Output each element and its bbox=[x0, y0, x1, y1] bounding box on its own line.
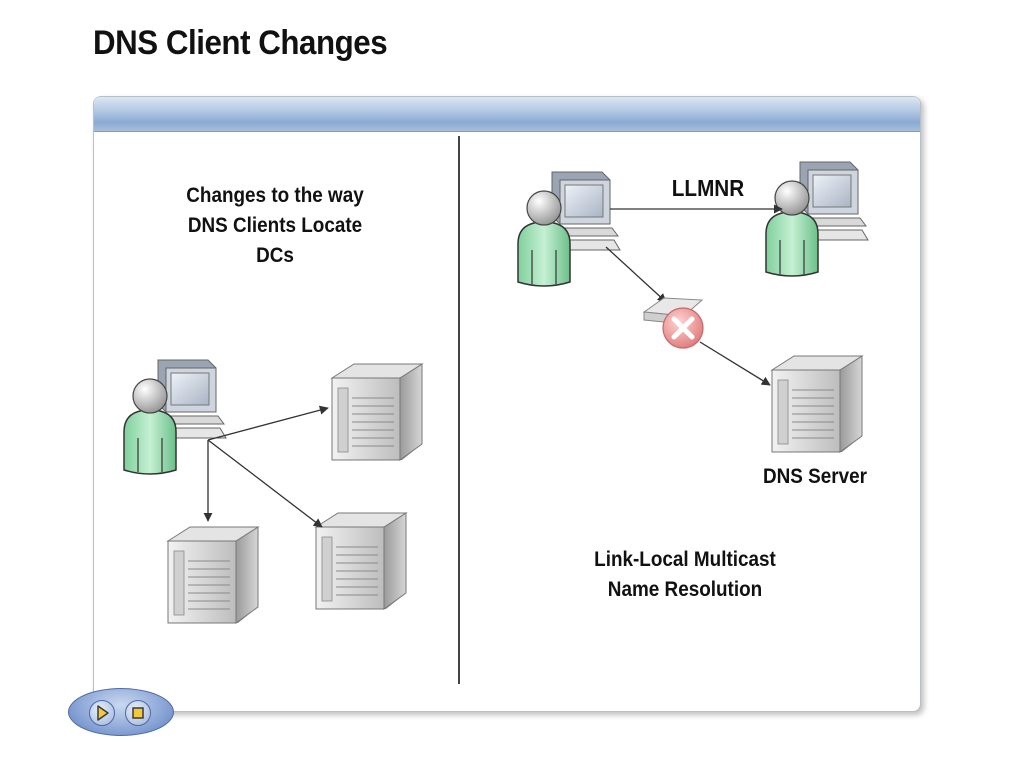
llmnr-caption-line-1: Link-Local Multicast bbox=[594, 548, 776, 571]
arrow-to-bottom-right-dc bbox=[207, 439, 323, 528]
stop-button[interactable] bbox=[125, 700, 151, 726]
blocked-x-icon bbox=[662, 307, 704, 349]
play-icon bbox=[97, 705, 109, 721]
left-heading-line-2: DNS Clients Locate bbox=[187, 214, 363, 237]
slide-navigation bbox=[68, 688, 174, 736]
left-heading-line-1: Changes to the way bbox=[186, 184, 364, 207]
domain-controller-top bbox=[331, 363, 423, 461]
llmnr-caption-line-2: Name Resolution bbox=[607, 578, 763, 601]
client-computer-llmnr-source bbox=[517, 171, 621, 287]
arrow-to-top-dc bbox=[207, 405, 329, 441]
dns-server-label: DNS Server bbox=[762, 465, 868, 488]
panel-divider bbox=[458, 136, 460, 684]
stop-icon bbox=[132, 707, 144, 719]
query-arrow-to-dns bbox=[699, 341, 771, 386]
panel-header-bar bbox=[94, 97, 920, 132]
domain-controller-bottom-right bbox=[315, 512, 407, 610]
play-button[interactable] bbox=[89, 700, 115, 726]
llmnr-label: LLMNR bbox=[671, 175, 745, 201]
client-computer-left bbox=[123, 359, 227, 475]
slide-title: DNS Client Changes bbox=[93, 24, 388, 62]
left-heading: Changes to the way DNS Clients Locate DC… bbox=[163, 181, 388, 271]
domain-controller-bottom-left bbox=[167, 526, 259, 624]
query-arrow-to-block bbox=[605, 246, 667, 303]
left-heading-line-3: DCs bbox=[256, 244, 294, 267]
llmnr-caption: Link-Local Multicast Name Resolution bbox=[573, 545, 798, 605]
client-computer-llmnr-target bbox=[765, 161, 869, 277]
dns-server bbox=[771, 355, 863, 453]
